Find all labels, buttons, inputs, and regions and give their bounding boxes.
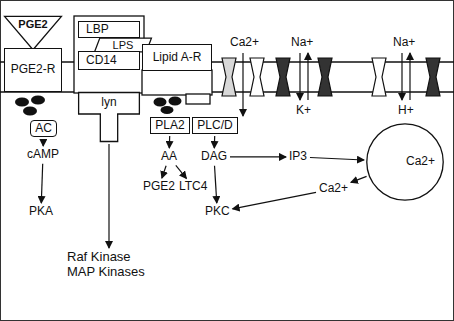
node-text: PGE2: [143, 180, 175, 194]
ion-flow-arrow: [242, 53, 243, 116]
node-text: PLC/D: [197, 119, 232, 133]
receptor-stem: [186, 94, 210, 104]
kinase-text: PKC: [204, 205, 231, 219]
node-text: AA: [161, 150, 177, 164]
protein-box: CD14: [78, 51, 140, 70]
kinase-text: PKA: [28, 205, 54, 219]
node-text: PGE2-R: [11, 63, 56, 77]
messenger-text: Ca2+: [318, 182, 349, 196]
node-text: lyn: [101, 96, 116, 110]
g-protein: [169, 97, 182, 106]
node-text: Raf Kinase MAP Kinases: [67, 250, 151, 280]
ion-channel: [222, 58, 236, 96]
node-text: PKC: [205, 205, 230, 219]
pathway-arrow: [214, 136, 216, 148]
node-text: AC: [35, 122, 52, 136]
g-protein: [23, 107, 37, 116]
enzyme-box: PLC/D: [192, 117, 238, 134]
messenger-text: cAMP: [26, 148, 60, 162]
messenger-text: IP3: [288, 150, 308, 164]
product-text: PGE2: [142, 180, 176, 194]
pathway-arrow: [176, 165, 187, 178]
messenger-text: DAG: [200, 150, 228, 164]
node-text: CD14: [86, 54, 117, 68]
ion-flow-arrow: [401, 53, 402, 100]
ion-flow-arrow: [299, 53, 300, 100]
enzyme-box: AC: [30, 120, 57, 137]
messenger-text: AA: [160, 150, 178, 164]
pathway-arrow: [230, 156, 286, 157]
ion-label: Na+: [393, 36, 415, 50]
calcium-store-circle: Ca2+: [366, 123, 444, 201]
ion-label: Ca2+: [230, 36, 259, 50]
node-text: LBP: [86, 23, 109, 37]
node-text: LTC4: [179, 180, 207, 194]
g-protein: [161, 106, 174, 114]
pathway-arrow: [41, 164, 42, 203]
kinase-shape: lyn: [78, 92, 140, 142]
receptor-outline: [142, 70, 212, 95]
ion-channel: [372, 58, 386, 96]
enzyme-box: PLA2: [150, 117, 190, 134]
node-text: Ca2+: [406, 155, 435, 169]
ion-channel: [426, 58, 440, 96]
node-text: Lipid A-R: [153, 51, 202, 65]
receptor-box: Lipid A-R: [142, 44, 212, 71]
ion-label: H+: [398, 104, 414, 118]
g-protein: [31, 96, 45, 105]
product-text: LTC4: [178, 180, 208, 194]
node-text: Ca2+: [319, 182, 348, 196]
ion-channel: [250, 58, 264, 96]
g-protein: [154, 98, 167, 107]
pathway-arrow: [310, 158, 364, 161]
node-text: DAG: [201, 150, 227, 164]
ion-label: K+: [296, 104, 311, 118]
ion-channel: [318, 58, 332, 96]
receptor-box: PGE2-R: [4, 48, 62, 92]
pathway-arrow: [233, 192, 316, 209]
pathway-arrow: [215, 166, 217, 203]
ion-channel: [276, 58, 290, 96]
kinase-text: Raf Kinase MAP Kinases: [66, 250, 152, 280]
pathway-arrow: [169, 136, 171, 148]
node-text: PGE2: [18, 18, 47, 31]
node-text: LPS: [113, 39, 134, 52]
ligand-triangle: PGE2: [4, 16, 62, 50]
pathway-arrow: [43, 139, 44, 146]
pathway-arrow: [351, 176, 367, 182]
g-protein: [15, 98, 29, 107]
ion-flow-arrow: [409, 53, 410, 100]
node-text: PLA2: [155, 119, 184, 133]
node-text: PKA: [29, 205, 53, 219]
protein-box: LBP: [78, 21, 140, 38]
ion-flow-arrow: [307, 53, 308, 100]
pathway-arrow: [162, 166, 166, 178]
receptor-outline: [74, 16, 144, 93]
node-text: IP3: [289, 150, 307, 164]
pathway-arrow: [108, 144, 109, 248]
ion-label: Na+: [291, 36, 313, 50]
node-text: cAMP: [27, 148, 59, 162]
